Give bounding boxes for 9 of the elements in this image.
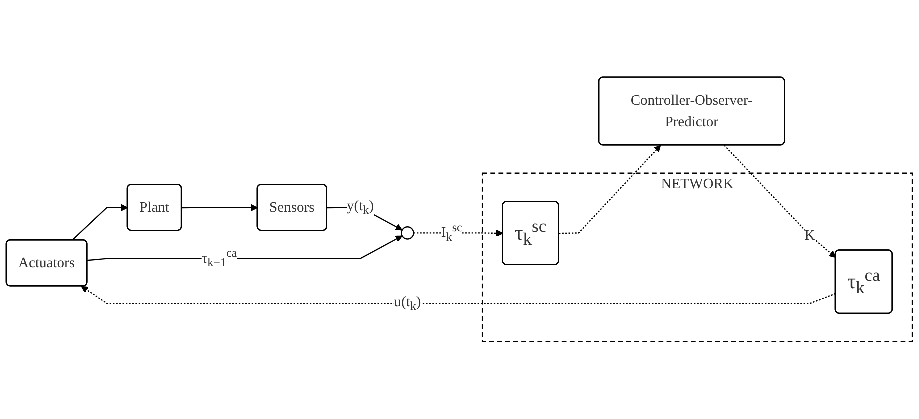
- arrow: [559, 145, 662, 234]
- edge-label: u(t$_{k}$): [394, 294, 422, 314]
- node-circle: [401, 226, 414, 240]
- edge-label: K: [804, 227, 816, 244]
- arrow: [182, 204, 258, 212]
- edge-label: y(t$_{k}$): [347, 197, 374, 218]
- arrow: [724, 145, 836, 258]
- arrow: [87, 236, 403, 262]
- arrow: [72, 204, 128, 241]
